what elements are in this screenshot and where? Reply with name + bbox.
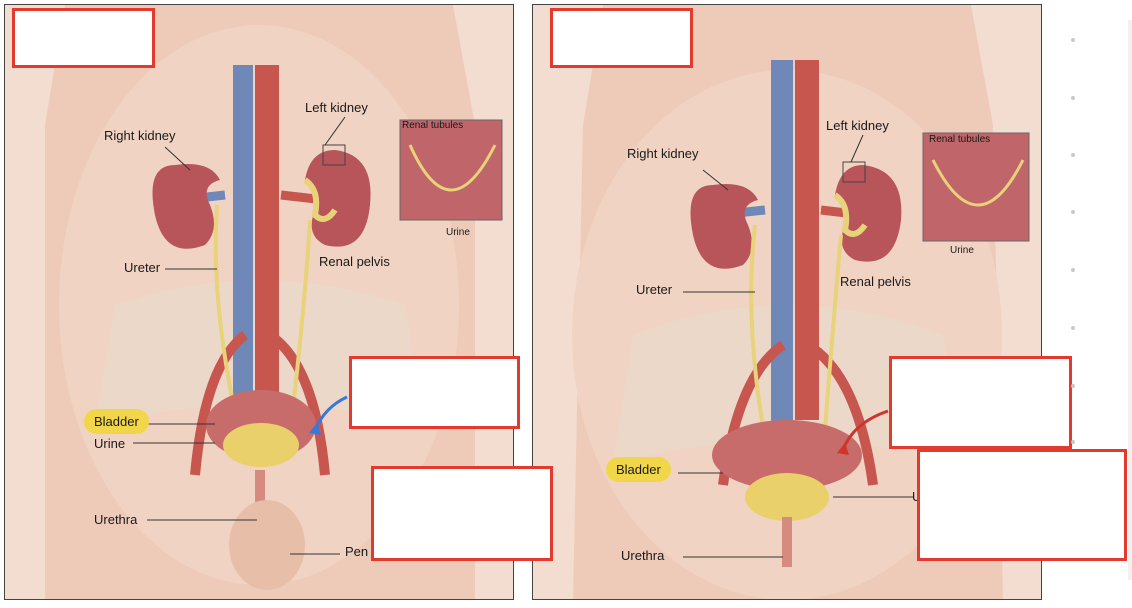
female-illustration — [572, 5, 1030, 599]
female-sphincter-answer-box[interactable] — [889, 356, 1072, 449]
male-ureter-label: Ureter — [124, 260, 161, 275]
male-renal-pelvis-label: Renal pelvis — [319, 254, 390, 269]
female-right-kidney-label: Right kidney — [627, 146, 699, 161]
male-urethra-label: Urethra — [94, 512, 138, 527]
female-ureter-label: Ureter — [636, 282, 673, 297]
male-penis-label: Pen — [345, 544, 369, 559]
male-renal-tubules-label: Renal tubules — [402, 120, 464, 131]
male-right-kidney-label: Right kidney — [104, 128, 176, 143]
female-title-answer-box[interactable] — [550, 8, 693, 68]
male-urine-label: Urine — [94, 436, 126, 451]
female-partial-label: U — [912, 490, 921, 503]
male-lower-answer-box[interactable] — [371, 466, 553, 561]
female-urethra-label: Urethra — [621, 548, 665, 563]
female-renal-pelvis-label: Renal pelvis — [840, 274, 911, 289]
male-urinary-panel — [4, 4, 514, 600]
female-left-kidney-label: Left kidney — [826, 118, 889, 133]
female-renal-tubules-label: Renal tubules — [929, 134, 991, 145]
male-inset-urine-label: Urine — [446, 227, 470, 238]
female-bladder-label: Bladder — [606, 457, 671, 482]
female-lower-answer-box[interactable] — [917, 449, 1127, 561]
female-urinary-panel — [532, 4, 1042, 600]
male-left-kidney-label: Left kidney — [305, 100, 368, 115]
male-illustration — [45, 5, 503, 599]
male-title-answer-box[interactable] — [12, 8, 155, 68]
male-bladder-label: Bladder — [84, 409, 149, 434]
edge-strip — [1128, 20, 1132, 580]
male-urethra-sphincter-answer-box[interactable] — [349, 356, 520, 429]
female-inset-urine-label: Urine — [950, 245, 974, 256]
